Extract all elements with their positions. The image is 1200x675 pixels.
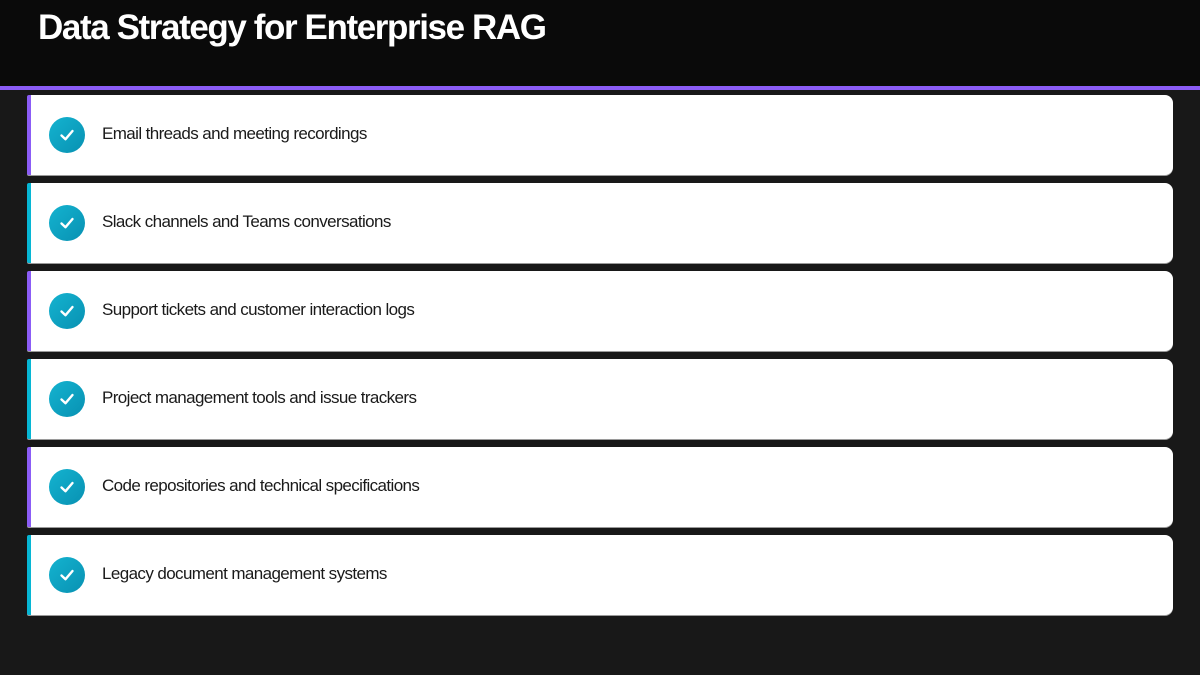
check-circle-icon	[49, 205, 85, 241]
list-item-label: Email threads and meeting recordings	[102, 124, 367, 143]
list-item: Project management tools and issue track…	[27, 359, 1173, 439]
data-source-list: Email threads and meeting recordings Sla…	[27, 95, 1173, 623]
list-item: Code repositories and technical specific…	[27, 447, 1173, 527]
list-item-label: Code repositories and technical specific…	[102, 476, 420, 495]
check-circle-icon	[49, 381, 85, 417]
list-item-label: Support tickets and customer interaction…	[102, 300, 415, 319]
check-circle-icon	[49, 117, 85, 153]
list-item-label: Slack channels and Teams conversations	[102, 212, 391, 231]
slide-header: Data Strategy for Enterprise RAG	[0, 0, 1200, 86]
check-circle-icon	[49, 293, 85, 329]
list-item: Email threads and meeting recordings	[27, 95, 1173, 175]
check-circle-icon	[49, 557, 85, 593]
list-item-label: Legacy document management systems	[102, 564, 387, 583]
slide-title: Data Strategy for Enterprise RAG	[38, 8, 547, 47]
header-divider	[0, 86, 1200, 90]
list-item: Legacy document management systems	[27, 535, 1173, 615]
list-item-label: Project management tools and issue track…	[102, 388, 417, 407]
list-item: Support tickets and customer interaction…	[27, 271, 1173, 351]
check-circle-icon	[49, 469, 85, 505]
list-item: Slack channels and Teams conversations	[27, 183, 1173, 263]
